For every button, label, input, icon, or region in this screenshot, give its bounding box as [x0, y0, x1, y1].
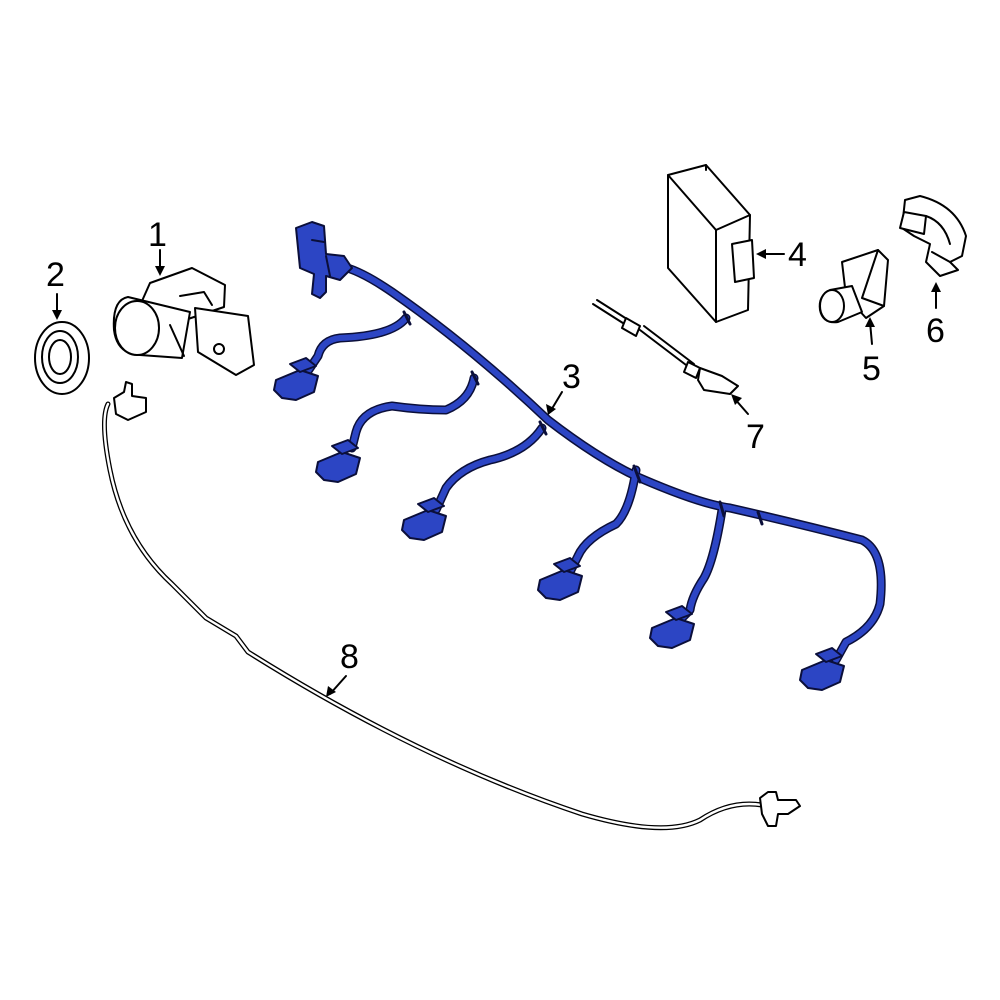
- harness-main-connector: [295, 221, 353, 299]
- callout-8: 8: [340, 638, 359, 676]
- part-6-bracket[interactable]: [899, 195, 967, 277]
- callout-2: 2: [46, 256, 65, 294]
- callout-5: 5: [862, 350, 881, 388]
- part-8-extension-cable[interactable]: [101, 381, 801, 831]
- callout-6: 6: [926, 312, 945, 350]
- harness-connector-6: [799, 647, 845, 691]
- callout-7: 7: [746, 418, 765, 456]
- callout-3: 3: [562, 358, 581, 396]
- part-2-grommet[interactable]: [34, 321, 90, 395]
- part-5-sensor-holder[interactable]: [818, 249, 889, 324]
- harness-trunk: [301, 261, 886, 665]
- part-7-sensor-lead[interactable]: [592, 299, 739, 395]
- harness-connector-3: [401, 497, 447, 541]
- harness-clips: [402, 310, 764, 526]
- harness-connector-4: [537, 557, 583, 601]
- callout-4: 4: [788, 236, 807, 274]
- part-1-park-sensor[interactable]: [112, 267, 255, 376]
- callout-arrows: [52, 249, 941, 697]
- part-4-control-module[interactable]: [667, 164, 755, 323]
- callout-1: 1: [148, 216, 167, 254]
- part-3-wiring-harness[interactable]: [273, 221, 886, 691]
- harness-connector-5: [649, 605, 695, 649]
- harness-connector-1: [273, 357, 319, 401]
- harness-connector-2: [315, 439, 361, 483]
